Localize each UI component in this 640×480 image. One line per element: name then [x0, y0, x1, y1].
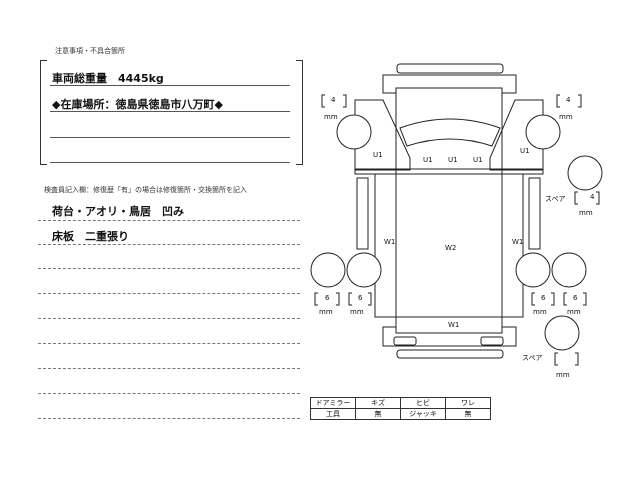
right-rail: [528, 177, 541, 250]
tread-brackets: [314, 94, 600, 366]
zone-label: W1: [384, 238, 395, 246]
cargo-bed: [374, 173, 524, 318]
bracket-right: [296, 60, 303, 165]
unit-label: mm: [324, 113, 338, 121]
divider: [38, 244, 300, 245]
note-line-1: 車両総重量 4445kg: [52, 72, 164, 85]
rear-bumper: [396, 349, 504, 359]
table-cell: 工具: [310, 408, 356, 420]
tread-value: 4: [331, 96, 336, 104]
zone-label: U1: [448, 156, 458, 164]
tread-value: 4: [590, 193, 595, 201]
tread-value: 6: [573, 294, 578, 302]
inspector-line-1: 荷台・アオリ・鳥居 凹み: [52, 205, 184, 218]
tread-value: 6: [358, 294, 363, 302]
divider: [38, 293, 300, 294]
zone-label: U1: [423, 156, 433, 164]
windshield: [399, 118, 501, 147]
table-row: ドアミラー キズ ヒビ ワレ: [310, 397, 491, 409]
tire-rear-right-inner: [515, 252, 551, 288]
unit-label: mm: [319, 308, 333, 316]
divider: [38, 368, 300, 369]
divider: [38, 220, 300, 221]
tire-spare-top: [567, 155, 603, 191]
zone-label: W1: [512, 238, 523, 246]
tire-rear-right-outer: [551, 252, 587, 288]
front-bumper: [396, 63, 504, 74]
bracket-left: [40, 60, 47, 165]
table-cell: ドアミラー: [310, 397, 356, 409]
unit-label: mm: [350, 308, 364, 316]
inspector-line-2: 床板 二重張り: [52, 230, 129, 243]
divider: [38, 343, 300, 344]
divider: [38, 393, 300, 394]
table-row: 工具 無 ジャッキ 無: [310, 408, 491, 420]
divider: [38, 418, 300, 419]
zone-label: U1: [520, 147, 530, 155]
table-cell: ヒビ: [400, 397, 446, 409]
tire-rear-left-inner: [346, 252, 382, 288]
table-cell: ワレ: [445, 397, 491, 409]
zone-label: W2: [445, 244, 456, 252]
tread-value: 4: [566, 96, 571, 104]
divider: [38, 268, 300, 269]
cab-left-side: [354, 99, 411, 171]
table-cell: 無: [445, 408, 491, 420]
divider: [50, 85, 290, 86]
divider: [38, 318, 300, 319]
tread-value: 6: [325, 294, 330, 302]
table-cell: 無: [355, 408, 401, 420]
cab-outline: [395, 87, 503, 334]
tire-front-left: [336, 114, 372, 150]
divider: [50, 111, 290, 112]
divider: [50, 137, 290, 138]
spare-label: スペア: [545, 195, 566, 203]
front-frame: [382, 74, 517, 94]
tread-value: 6: [541, 294, 546, 302]
divider: [50, 162, 290, 163]
notes-caption: 注意事項・不具合箇所: [55, 47, 125, 55]
zone-label: W1: [448, 321, 459, 329]
left-lamp: [393, 336, 417, 346]
cab-right-side: [489, 99, 544, 171]
tire-spare-bottom: [544, 315, 580, 351]
tire-rear-left-outer: [310, 252, 346, 288]
unit-label: mm: [559, 113, 573, 121]
table-cell: キズ: [355, 397, 401, 409]
left-rail: [356, 177, 369, 250]
spare-label: スペア: [522, 354, 543, 362]
unit-label: mm: [556, 371, 570, 379]
unit-label: mm: [533, 308, 547, 316]
tire-front-right: [525, 114, 561, 150]
zone-label: U1: [473, 156, 483, 164]
zone-label: U1: [373, 151, 383, 159]
equipment-table: ドアミラー キズ ヒビ ワレ 工具 無 ジャッキ 無: [310, 397, 491, 420]
inspector-caption: 検査員記入欄：修復歴「有」の場合は修復箇所・交換箇所を記入: [44, 186, 247, 194]
unit-label: mm: [579, 209, 593, 217]
right-lamp: [480, 336, 504, 346]
unit-label: mm: [567, 308, 581, 316]
note-line-2: ◆在庫場所：徳島県徳島市八万町◆: [52, 98, 223, 111]
rear-frame: [382, 326, 517, 347]
table-cell: ジャッキ: [400, 408, 446, 420]
